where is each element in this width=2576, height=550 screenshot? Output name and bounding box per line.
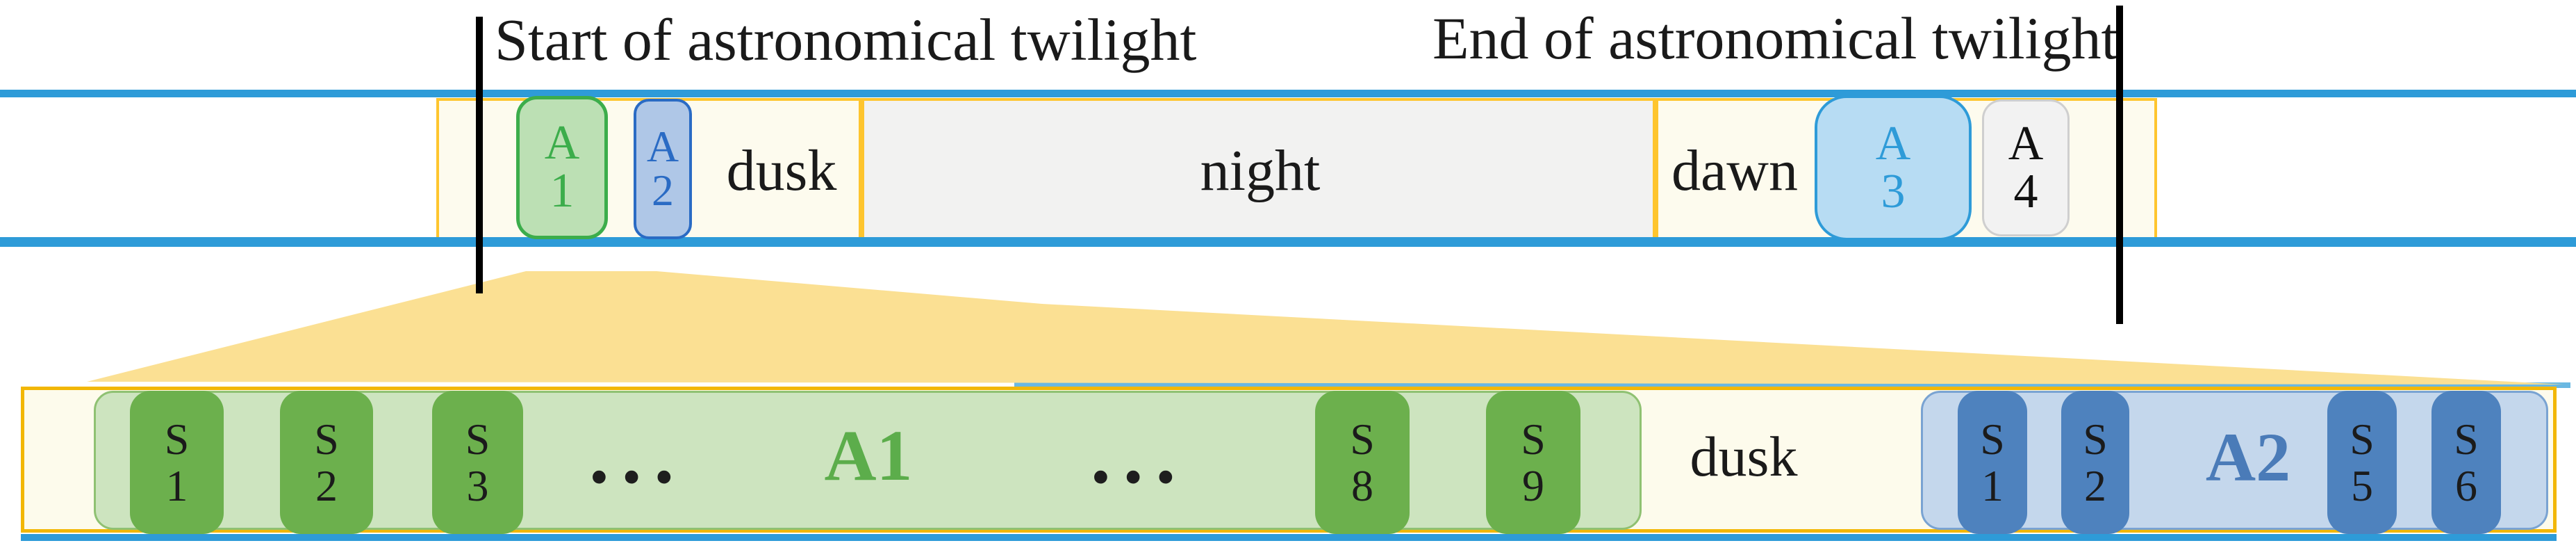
- ellipsis-right: ...: [1091, 412, 1189, 500]
- night-segment-box: [861, 98, 1656, 245]
- dusk-label-bottom: dusk: [1690, 425, 1798, 488]
- a2-number: 2: [652, 165, 674, 215]
- lower-horizon-line: [0, 237, 2576, 247]
- a4-letter: A: [2008, 116, 2044, 170]
- night-label: night: [1200, 138, 1321, 203]
- a1-letter: A: [544, 116, 580, 170]
- ellipsis-left: ...: [589, 412, 687, 500]
- a1-number: 1: [550, 164, 575, 218]
- dusk-label-top: dusk: [726, 138, 837, 203]
- activity-box-a1: A 1: [516, 96, 608, 239]
- a4-number: 4: [2013, 164, 2038, 218]
- upper-horizon-line: [0, 90, 2576, 97]
- start-twilight-title: Start of astronomical twilight: [495, 6, 1197, 73]
- a3-letter: A: [1875, 116, 1911, 170]
- a1-region-label: A1: [824, 416, 913, 496]
- a2-region-label: A2: [2205, 419, 2291, 496]
- activity-box-a3: A 3: [1815, 95, 1972, 241]
- activity-box-a4: A 4: [1982, 99, 2070, 236]
- activity-box-a2: A 2: [634, 99, 692, 239]
- end-twilight-title: End of astronomical twilight: [1433, 5, 2118, 72]
- mid-horizon-line-segment: [1014, 382, 2570, 388]
- end-twilight-line: [2116, 6, 2123, 324]
- dawn-label: dawn: [1671, 138, 1798, 203]
- a3-number: 3: [1881, 164, 1906, 218]
- start-twilight-line: [476, 17, 483, 293]
- a2-letter: A: [646, 122, 679, 172]
- bottom-horizon-line: [21, 534, 2557, 541]
